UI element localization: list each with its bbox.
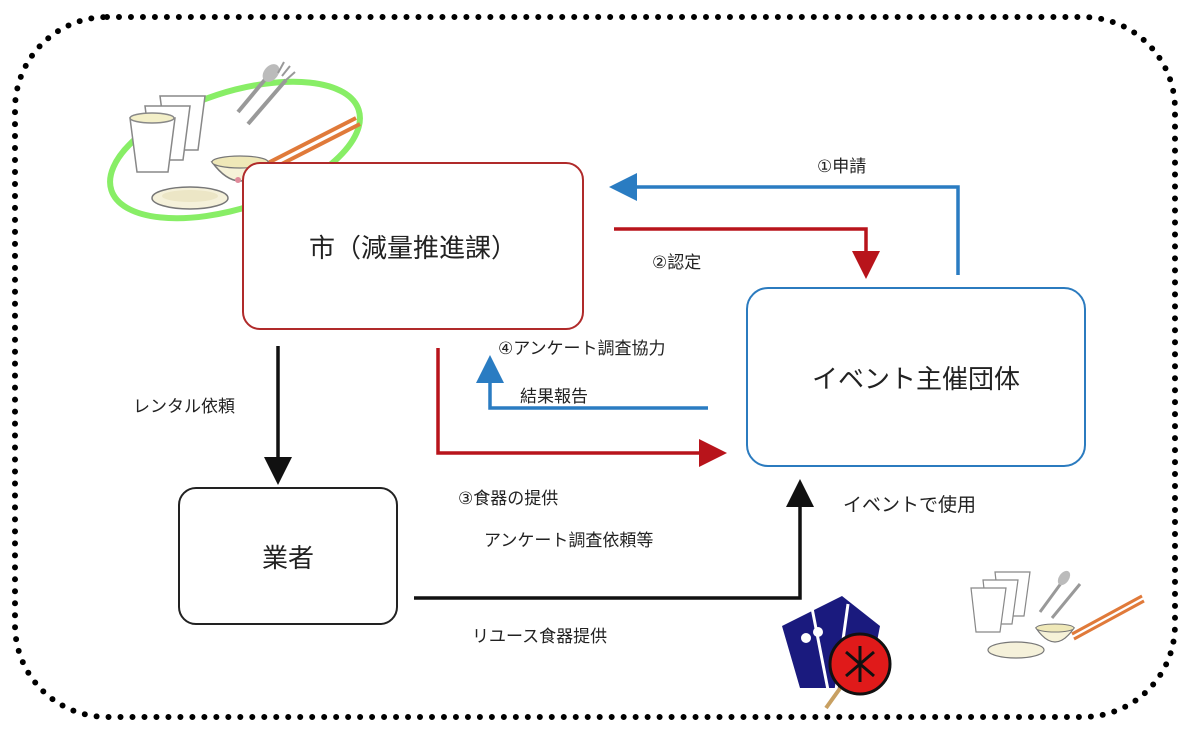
label-certify: ②認定 [652,253,702,273]
dotted-frame [12,14,1178,720]
label-reuse-provide: リユース食器提供 [472,627,608,647]
arrow-apply [609,173,960,275]
festival-happi-uchiwa-icon [782,596,892,710]
arrow-certify [614,227,880,279]
label-apply: ①申請 [817,157,867,177]
arrow-provide [436,348,727,467]
reusable-tableware-icon [107,61,363,222]
label-use-at-event: イベントで使用 [843,494,977,516]
label-result-report: 結果報告 [520,387,588,407]
label-survey-coop: ④アンケート調査協力 [498,339,666,359]
arrow-survey-result [476,355,708,410]
label-survey-request: アンケート調査依頼等 [484,531,654,551]
reusable-tableware-icon-small [970,570,1145,659]
organizer-node: イベント主催団体 [746,287,1086,467]
city-label: 市（減量推進課） [308,233,517,264]
city-node: 市（減量推進課） [242,162,584,330]
label-provide: ③食器の提供 [458,489,559,509]
vendor-node: 業者 [178,487,398,625]
arrow-reuse-provide [414,479,814,600]
label-rental-request: レンタル依頼 [133,397,235,417]
organizer-label: イベント主催団体 [811,364,1020,395]
vendor-label: 業者 [261,543,314,574]
